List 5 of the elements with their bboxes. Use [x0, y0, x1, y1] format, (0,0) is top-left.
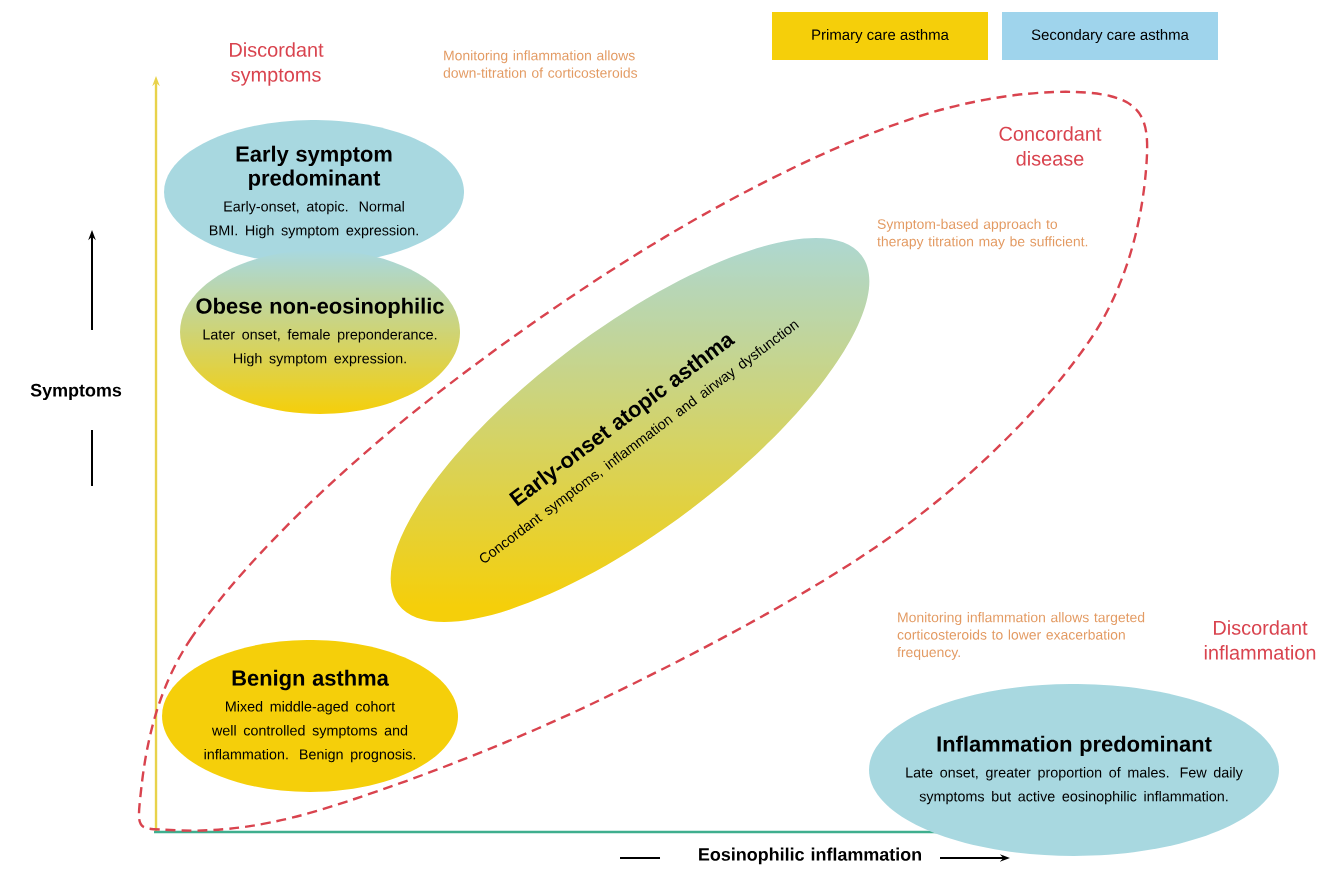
axis-title: Eosinophilic inflammation — [699, 847, 921, 865]
axis-title: Symptoms — [30, 383, 122, 401]
zone-label: Concordant disease — [999, 126, 1102, 166]
zone-label: Discordant symptoms — [230, 42, 324, 86]
zone-label: Discordant inflammation — [1204, 620, 1316, 660]
